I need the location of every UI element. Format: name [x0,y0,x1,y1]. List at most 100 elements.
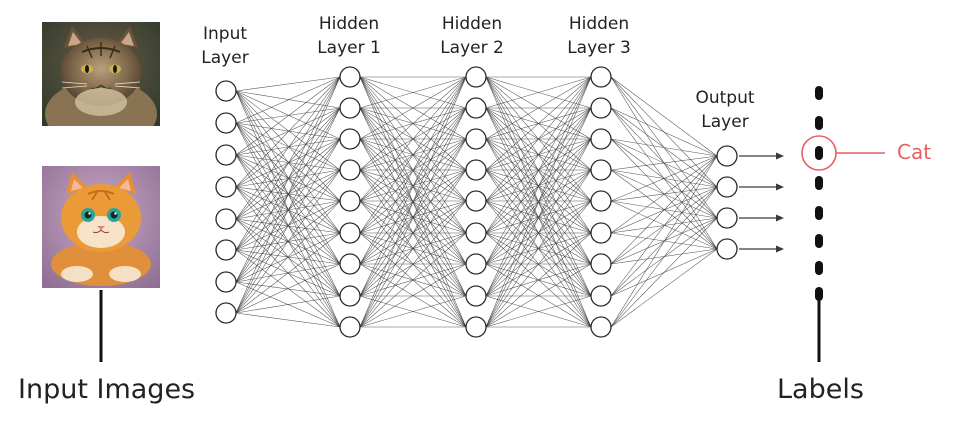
connection-line [485,76,592,202]
connection-line [359,76,467,140]
neuron-node [339,222,361,244]
neuron-node [465,316,487,338]
connection-line [485,76,592,109]
network-connections [235,76,718,328]
orange-cat-image [42,166,160,288]
connection-line [485,76,592,297]
layer-label-line1: Hidden [441,14,503,34]
neuron-node [465,222,487,244]
neuron-node [590,97,612,119]
layer-label-line2: Layer 1 [317,38,381,58]
connection-line [610,200,718,250]
connection-line [485,76,592,328]
layer-label-line1: Hidden [318,14,380,34]
connection-line [359,76,467,328]
network-nodes [215,66,738,338]
connection-line [610,155,718,265]
connection-line [359,200,467,328]
output-arrow-head [776,183,784,191]
neuron-node [215,112,237,134]
connection-line [359,76,467,265]
connection-line [359,76,467,171]
neuron-node [465,128,487,150]
connection-line [485,263,592,328]
neuron-node [339,128,361,150]
neuron-node [716,145,738,167]
connection-line [235,295,341,314]
neuron-node [716,238,738,260]
neuron-node [590,190,612,212]
connection-line [610,248,718,328]
neuron-node [465,253,487,275]
neuron-node [590,128,612,150]
label-slot-dash [815,116,823,130]
connection-line [235,186,341,202]
neuron-node [339,316,361,338]
connection-line [359,76,467,109]
connection-line [235,90,341,140]
neuron-node [215,176,237,198]
neuron-node [465,66,487,88]
layer-label-line2: Layer 2 [440,38,504,58]
connection-line [235,90,341,202]
neuron-node [339,253,361,275]
connection-line [235,76,341,188]
connection-line [235,169,341,314]
connection-line [359,263,467,328]
neuron-node [215,80,237,102]
connection-line [235,76,341,124]
connection-line [485,138,592,328]
connection-line [610,155,718,328]
input-layer-label: Input Layer [187,22,263,70]
hidden-layer-3-label: Hidden Layer 3 [556,12,642,60]
connection-line [485,169,592,328]
output-arrows [739,152,784,253]
connection-line [610,155,718,171]
connection-line [235,76,341,156]
connection-line [235,169,341,188]
neuron-node [465,97,487,119]
connection-line [235,232,341,314]
layer-label-line2: Layer [701,112,749,132]
connection-line [359,295,467,328]
connection-line [610,186,718,265]
connection-line [359,169,467,202]
connection-line [235,122,341,171]
connection-line [359,107,467,328]
neuron-node [339,66,361,88]
layer-label-line2: Layer 3 [567,38,631,58]
connection-line [610,200,718,219]
neuron-node [590,159,612,181]
label-slot-dash [815,234,823,248]
connection-line [235,122,341,328]
connection-line [610,217,718,328]
connection-line [235,263,341,314]
connection-line [610,155,718,234]
layer-label-line1: Output [695,88,755,108]
connection-line [359,169,467,328]
connection-line [359,232,467,328]
neuron-node [339,285,361,307]
connection-line [235,122,341,265]
neuron-node [339,159,361,181]
connection-line [235,200,341,314]
connection-line [235,154,341,265]
neuron-node [590,285,612,307]
connection-line [485,107,592,202]
connection-line [359,138,467,328]
connection-line [485,169,592,202]
output-arrow-head [776,152,784,160]
neuron-node [215,239,237,261]
neuron-node [465,190,487,212]
neuron-node [215,302,237,324]
connection-line [610,138,718,157]
neuron-node [590,316,612,338]
connection-line [235,76,341,314]
connection-line [235,154,341,328]
connection-line [235,90,341,109]
connection-line [359,76,467,202]
connection-line [359,107,467,202]
layer-label-line1: Input [202,24,248,44]
connection-line [235,138,341,156]
